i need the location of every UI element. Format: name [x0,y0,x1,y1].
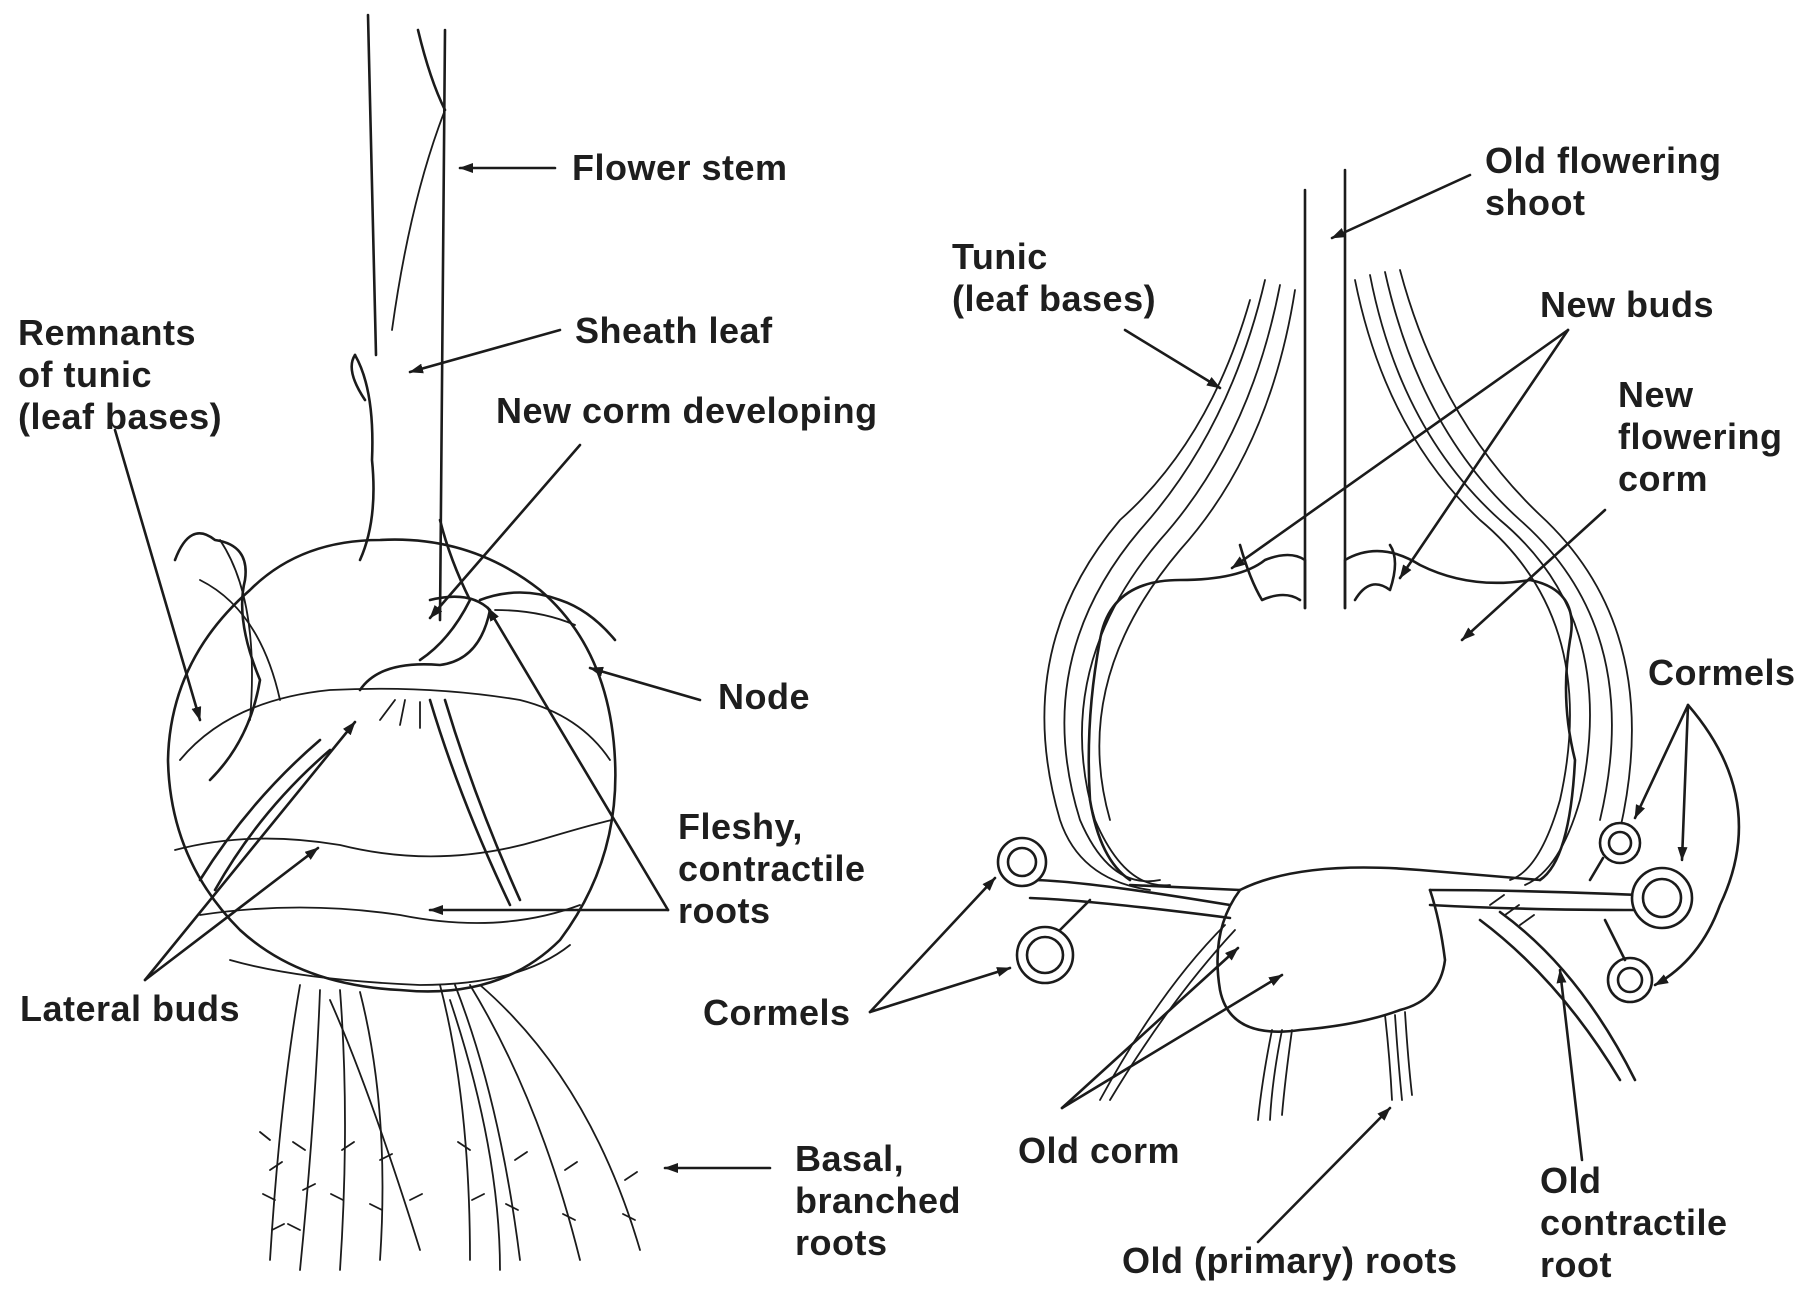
label-old-flowering-shoot: Old flowering shoot [1485,140,1722,224]
label-cormels-left: Cormels [703,992,851,1034]
label-sheath-leaf: Sheath leaf [575,310,773,352]
label-new-corm-developing: New corm developing [496,390,878,432]
label-node: Node [718,676,810,718]
label-basal-branched-roots: Basal, branched roots [795,1138,961,1264]
label-new-flowering-corm: New flowering corm [1618,374,1783,500]
left-corm-drawing [168,15,640,1270]
label-lateral-buds: Lateral buds [20,988,240,1030]
label-old-corm: Old corm [1018,1130,1180,1172]
label-tunic-leaf-bases: Tunic (leaf bases) [952,236,1156,320]
label-cormels-right: Cormels [1648,652,1796,694]
label-new-buds: New buds [1540,284,1714,326]
label-old-primary-roots: Old (primary) roots [1122,1240,1458,1282]
label-old-contractile-root: Old contractile root [1540,1160,1728,1286]
label-remnants-of-tunic: Remnants of tunic (leaf bases) [18,312,222,438]
label-fleshy-contractile-roots: Fleshy, contractile roots [678,806,866,932]
label-flower-stem: Flower stem [572,147,788,189]
